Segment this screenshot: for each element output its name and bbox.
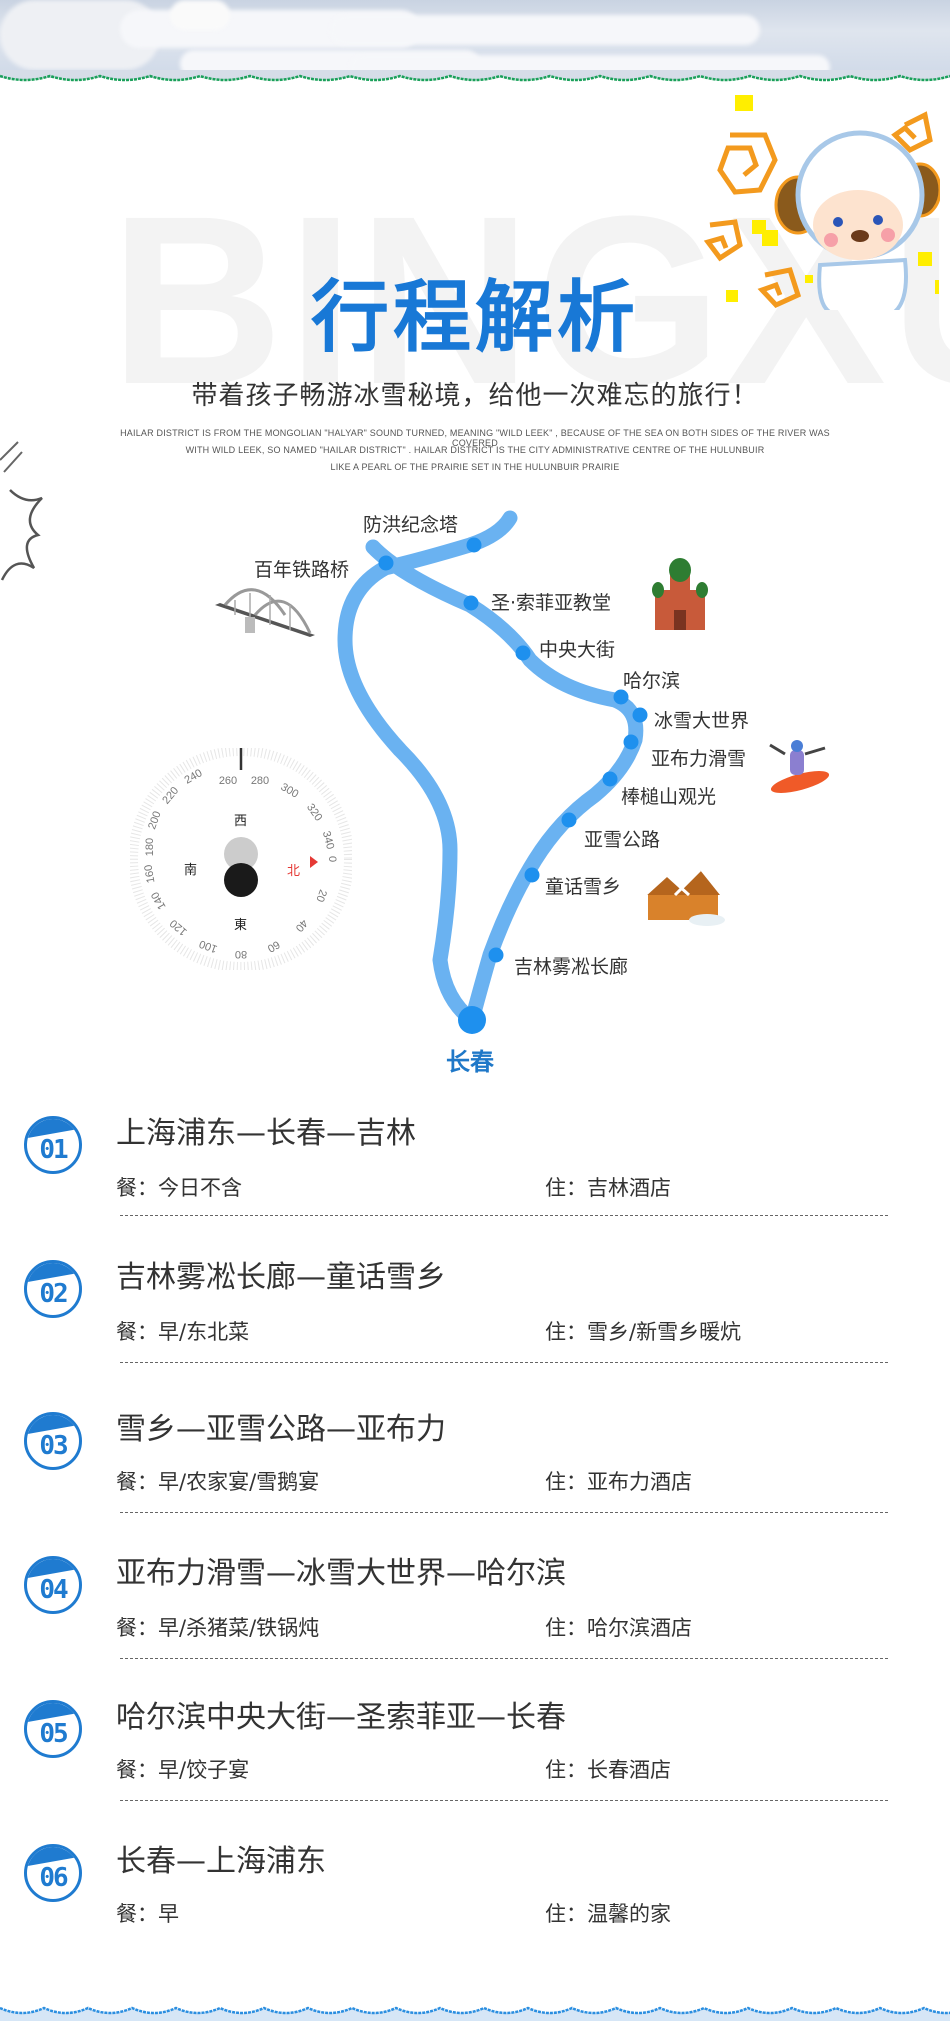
svg-text:140: 140 [149,890,169,912]
church-icon [652,558,708,630]
comic-burst-decoration [0,441,43,581]
map-end-dot[interactable] [458,1006,486,1034]
map-stop-label: 圣·索菲亚教堂 [491,592,612,614]
day-divider [120,1512,888,1513]
day-divider [120,1800,888,1801]
map-stop-label: 亚雪公路 [584,829,661,851]
blue-scalloped-border [0,2006,950,2021]
day-number-badge: 01 [24,1116,82,1174]
svg-text:240: 240 [183,767,205,787]
page-title: 行程解析 [310,273,639,363]
compass-north: 北 [287,864,301,879]
day-title: 雪乡—亚雪公路—亚布力 [116,1412,446,1447]
svg-text:0: 0 [326,856,338,862]
svg-text:340: 340 [320,830,336,851]
svg-text:20: 20 [313,888,328,904]
map-stop-dot[interactable] [524,867,540,883]
route-map [215,510,830,1034]
compass-dial-icon: 0 20 40 60 80 100 120 140 160 180 200 22… [128,746,354,972]
day-number-badge: 05 [24,1700,82,1758]
day-meal: 餐：早 [116,1902,179,1926]
map-stop-label: 防洪纪念塔 [363,514,459,536]
map-end-label: 长春 [446,1048,494,1076]
map-stop-dot[interactable] [561,812,577,828]
day-stay: 住：亚布力酒店 [545,1470,692,1494]
day-number-badge: 06 [24,1844,82,1902]
day-meal: 餐：早/杀猪菜/铁锅炖 [116,1616,320,1640]
svg-text:220: 220 [160,785,181,807]
map-stop-label: 哈尔滨 [623,670,681,692]
day-number-badge: 04 [24,1556,82,1614]
svg-text:320: 320 [304,802,324,824]
map-stop-dot[interactable] [515,645,531,661]
map-stop-label: 中央大街 [539,639,616,661]
svg-text:260: 260 [219,775,237,787]
snow-house-icon [643,868,725,926]
svg-text:80: 80 [235,948,247,960]
english-description-line-3: LIKE A PEARL OF THE PRAIRIE SET IN THE H… [330,462,620,472]
day-stay: 住：温馨的家 [545,1902,671,1926]
day-stay: 住：雪乡/新雪乡暖炕 [545,1320,742,1344]
day-meal: 餐：今日不含 [116,1176,242,1200]
day-number-badge: 02 [24,1260,82,1318]
svg-text:300: 300 [279,781,301,801]
svg-text:60: 60 [265,938,282,955]
map-stop-dot[interactable] [378,555,394,571]
day-meal: 餐：早/东北菜 [116,1320,250,1344]
map-stop-label: 棒槌山观光 [621,786,717,808]
compass: 0 20 40 60 80 100 120 140 160 180 200 22… [128,746,354,972]
page-subtitle: 带着孩子畅游冰雪秘境，给他一次难忘的旅行！ [191,381,759,411]
map-stop-dot[interactable] [463,595,479,611]
map-stop-dot[interactable] [466,537,482,553]
map-stop-label: 童话雪乡 [545,876,622,898]
day-stay: 住：哈尔滨酒店 [545,1616,692,1640]
day-title: 吉林雾凇长廊—童话雪乡 [116,1260,446,1295]
day-stay: 住：吉林酒店 [545,1176,671,1200]
svg-text:280: 280 [251,775,269,787]
day-divider [120,1658,888,1659]
map-stop-dot[interactable] [623,734,639,750]
compass-west: 西 [234,814,248,829]
map-stop-dot[interactable] [613,689,629,705]
compass-south: 南 [184,863,198,878]
day-title: 亚布力滑雪—冰雪大世界—哈尔滨 [116,1556,566,1591]
map-stop-label: 吉林雾凇长廊 [514,956,629,978]
english-description-line-1: HAILAR DISTRICT IS FROM THE MONGOLIAN "H… [120,428,830,448]
green-scalloped-border [0,70,950,82]
svg-text:40: 40 [293,917,310,934]
map-stop-dot[interactable] [632,707,648,723]
day-meal: 餐：早/农家宴/雪鹅宴 [116,1470,320,1494]
compass-east: 東 [234,918,248,933]
day-divider [120,1215,888,1216]
svg-text:200: 200 [146,810,164,831]
snowboarder-icon [769,740,830,793]
day-meal: 餐：早/饺子宴 [116,1758,250,1782]
map-stop-dot[interactable] [488,947,504,963]
svg-text:160: 160 [142,864,157,884]
map-stop-label: 亚布力滑雪 [651,748,747,770]
map-stop-label: 百年铁路桥 [254,559,350,581]
day-divider [120,1362,888,1363]
day-title: 上海浦东—长春—吉林 [116,1116,416,1151]
svg-text:120: 120 [168,917,190,938]
bridge-icon [215,588,315,637]
day-title: 哈尔滨中央大街—圣索菲亚—长春 [116,1700,566,1735]
svg-text:100: 100 [198,937,219,955]
day-number-badge: 03 [24,1412,82,1470]
day-stay: 住：长春酒店 [545,1758,671,1782]
sheep-mascot-icon [703,95,940,310]
svg-text:180: 180 [144,838,156,856]
map-stop-dot[interactable] [602,771,618,787]
map-stop-label: 冰雪大世界 [654,710,750,732]
day-title: 长春—上海浦东 [116,1844,326,1879]
english-description-line-2: WITH WILD LEEK, SO NAMED "HAILAR DISTRIC… [185,445,765,455]
